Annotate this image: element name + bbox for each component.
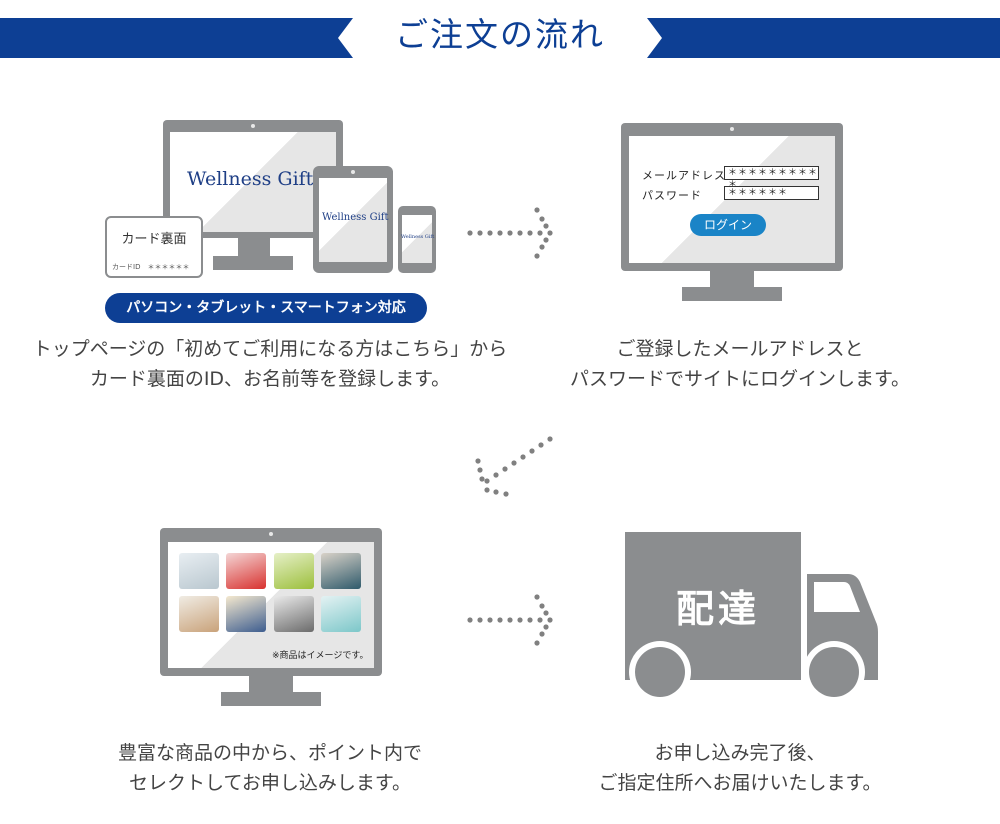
smartphone-device: [398, 206, 436, 273]
step4-caption: お申し込み完了後、 ご指定住所へお届けいたします。: [555, 738, 925, 798]
product-image-telescope: [274, 596, 314, 632]
brand-logo-desktop: Wellness Gift: [187, 168, 314, 190]
step3-caption: 豊富な商品の中から、ポイント内で セレクトしてお申し込みします。: [70, 738, 470, 798]
product-image-plant: [179, 596, 219, 632]
header-banner: [0, 18, 1000, 58]
email-label: メールアドレス: [642, 169, 726, 182]
card-title: カード裏面: [121, 232, 187, 247]
tablet-device: [313, 166, 393, 273]
login-button[interactable]: ログイン: [690, 214, 766, 236]
product-image-toys: [226, 596, 266, 632]
arrow-right-icon-2: [467, 594, 553, 646]
card-id-label: カードID ＊＊＊＊＊＊: [112, 263, 190, 271]
step2-caption: ご登録したメールアドレスと パスワードでサイトにログインします。: [540, 334, 940, 394]
step3-caption-line1: 豊富な商品の中から、ポイント内で: [117, 742, 422, 764]
step1-caption: トップページの「初めてご利用になる方はこちら」から カード裏面のID、お名前等を…: [30, 334, 510, 394]
delivery-truck-icon: [625, 532, 878, 703]
product-image-bag: [321, 553, 361, 589]
step2-caption-line2: パスワードでサイトにログインします。: [569, 368, 911, 390]
page-title: ご注文の流れ: [395, 15, 605, 54]
step1-caption-line1: トップページの「初めてご利用になる方はこちら」から: [32, 338, 508, 360]
arrow-down-left-icon: [475, 436, 553, 497]
password-field[interactable]: ＊＊＊＊＊＊: [724, 186, 819, 200]
brand-logo-tablet: Wellness Gift: [322, 212, 389, 223]
step4-caption-line2: ご指定住所へお届けいたします。: [598, 772, 882, 794]
product-image-tableware: [179, 553, 219, 589]
step3-caption-line2: セレクトしてお申し込みします。: [129, 772, 411, 794]
product-image-grapes: [274, 553, 314, 589]
email-field[interactable]: ＊＊＊＊＊＊＊＊＊＊: [724, 166, 819, 190]
step4-caption-line1: お申し込み完了後、: [654, 742, 826, 764]
device-support-badge: パソコン・タブレット・スマートフォン対応: [105, 293, 427, 323]
image-note: ※商品はイメージです。: [272, 651, 369, 661]
step2-caption-line1: ご登録したメールアドレスと: [616, 338, 864, 360]
step1-caption-line2: カード裏面のID、お名前等を登録します。: [89, 368, 451, 390]
brand-logo-smartphone: Wellness Gift: [401, 234, 435, 240]
password-label: パスワード: [642, 189, 702, 202]
arrow-right-icon: [467, 207, 553, 259]
product-image-plates: [321, 596, 361, 632]
product-image-cookware: [226, 553, 266, 589]
truck-label: 配達: [676, 587, 761, 631]
card-back: カード裏面 カードID ＊＊＊＊＊＊: [105, 216, 203, 278]
